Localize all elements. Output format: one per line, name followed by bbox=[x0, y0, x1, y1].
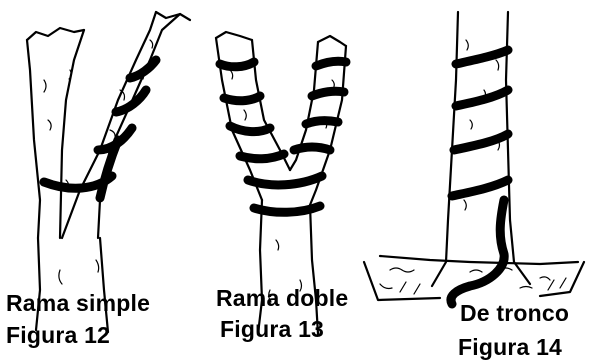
fig13-wire-right-1 bbox=[316, 61, 346, 66]
fig13-wire-trunk bbox=[254, 206, 320, 212]
fig13-wire-right-4 bbox=[294, 147, 330, 150]
fig13-wire-left-4 bbox=[240, 154, 284, 159]
fig12-left-branch-tip bbox=[27, 28, 84, 40]
fig13-wire-right-2 bbox=[312, 91, 344, 96]
fig13-wire-left-3 bbox=[230, 126, 270, 132]
fig12-trunk-outline bbox=[36, 238, 108, 332]
fig14-trunk-outline bbox=[432, 12, 530, 286]
fig13-right-branch-tip bbox=[318, 36, 346, 46]
fig13-wire-left-1 bbox=[220, 62, 254, 67]
fig13-trunk-outline bbox=[258, 200, 318, 334]
figure-14-drawing bbox=[364, 12, 584, 304]
figure-13-label: Rama doble bbox=[216, 285, 348, 311]
figure-12-number: Figura 12 bbox=[6, 322, 110, 348]
figure-14-number: Figura 14 bbox=[458, 334, 562, 360]
figure-12-label: Rama simple bbox=[6, 290, 150, 316]
fig13-left-branch-tip bbox=[216, 32, 252, 40]
fig13-wire-right-3 bbox=[306, 121, 338, 124]
fig14-wire-spiral bbox=[451, 50, 508, 304]
figure-12-drawing bbox=[27, 12, 190, 332]
figure-14-label: De tronco bbox=[460, 300, 569, 326]
fig12-left-branch-outline bbox=[27, 30, 84, 238]
figure-13-number: Figura 13 bbox=[220, 316, 324, 342]
fig13-wire-fork bbox=[248, 176, 322, 185]
fig14-ground-line bbox=[380, 256, 578, 264]
fig13-wire-left-2 bbox=[224, 96, 260, 101]
